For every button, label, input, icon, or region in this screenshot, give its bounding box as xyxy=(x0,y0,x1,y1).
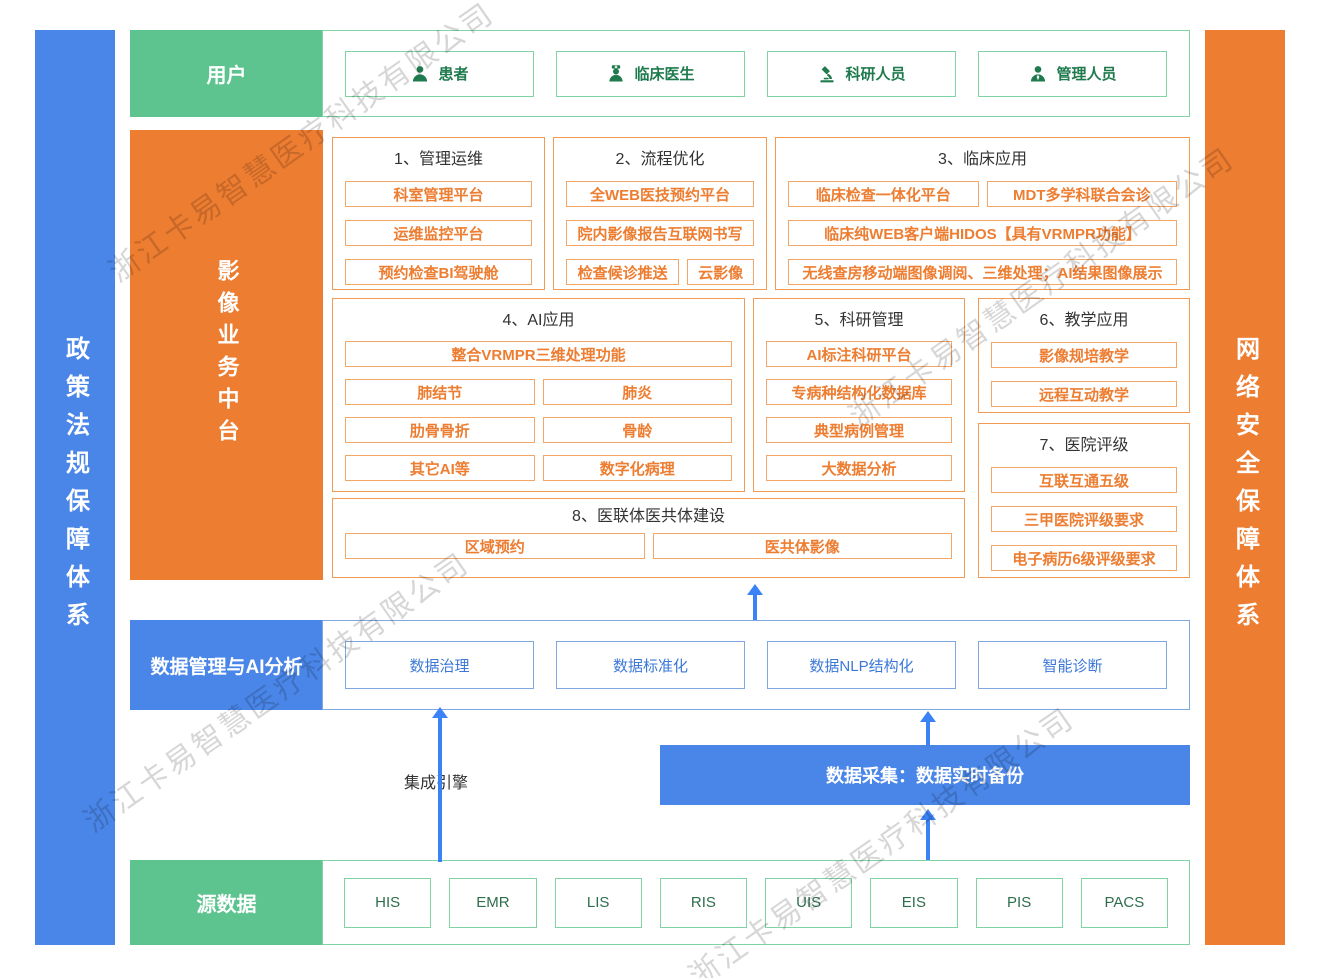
platform-item: 互联互通五级 xyxy=(991,467,1177,493)
platform-item: 检查候诊推送 xyxy=(566,259,680,285)
section-title: 1、管理运维 xyxy=(394,151,483,168)
source-item: LIS xyxy=(554,877,642,928)
data-mgmt-row-label: 数据管理与AI分析 xyxy=(130,620,323,710)
source-item: RIS xyxy=(659,877,747,928)
source-row-body: HIS EMR LIS RIS UIS EIS PIS PACS xyxy=(322,860,1190,945)
platform-item: 云影像 xyxy=(687,259,754,285)
data-collection-box: 数据采集：数据实时备份 xyxy=(660,745,1190,805)
section-teaching-application: 6、教学应用 影像规培教学 远程互动教学 xyxy=(978,298,1190,413)
platform-item: 临床检查一体化平台 xyxy=(788,181,979,207)
data-mgmt-item: 数据标准化 xyxy=(556,641,745,689)
network-security-bar: 网络安全保障体系 xyxy=(1205,30,1285,945)
data-mgmt-item: 智能诊断 xyxy=(978,641,1167,689)
section-clinical-application: 3、临床应用 临床检查一体化平台 MDT多学科联合会诊 临床纯WEB客户端HID… xyxy=(775,137,1190,290)
section-title: 5、科研管理 xyxy=(814,312,904,329)
policy-regulation-label: 政策法规保障体系 xyxy=(61,335,89,640)
integration-engine-label: 集成引擎 xyxy=(404,775,469,792)
platform-item: 科室管理平台 xyxy=(345,181,532,207)
user-item-label: 管理人员 xyxy=(1056,66,1117,83)
platform-item: 全WEB医技预约平台 xyxy=(566,181,754,207)
section-title: 3、临床应用 xyxy=(938,151,1027,168)
users-row-body: 患者 临床医生 科研人员 管理人员 xyxy=(322,30,1190,117)
section-management-ops: 1、管理运维 科室管理平台 运维监控平台 预约检查BI驾驶舱 xyxy=(332,137,545,290)
policy-regulation-bar: 政策法规保障体系 xyxy=(35,30,115,945)
doctor-icon xyxy=(609,64,624,81)
section-ai-application: 4、AI应用 整合VRMPR三维处理功能 肺结节 肺炎 肋骨骨折 骨龄 其它AI… xyxy=(332,298,745,492)
section-title: 6、教学应用 xyxy=(1039,312,1129,329)
imaging-platform-label-text: 影像业务中台 xyxy=(214,259,240,451)
user-item-manager: 管理人员 xyxy=(978,50,1167,97)
network-security-label: 网络安全保障体系 xyxy=(1231,335,1259,640)
platform-item: 肺结节 xyxy=(345,379,535,405)
source-item: UIS xyxy=(765,877,853,928)
data-mgmt-row-label-text: 数据管理与AI分析 xyxy=(150,656,303,678)
section-hospital-rating: 7、医院评级 互联互通五级 三甲医院评级要求 电子病历6级评级要求 xyxy=(978,423,1190,578)
patient-icon xyxy=(413,65,428,81)
source-item: HIS xyxy=(344,877,432,928)
platform-item: 区域预约 xyxy=(345,533,645,559)
platform-item: 骨龄 xyxy=(542,417,732,443)
platform-item: 无线查房移动端图像调阅、三维处理；AI结果图像展示 xyxy=(788,259,1177,285)
platform-item: 大数据分析 xyxy=(766,455,952,481)
user-item-label: 患者 xyxy=(438,66,469,83)
platform-item: 临床纯WEB客户端HIDOS【具有VRMPR功能】 xyxy=(788,220,1177,246)
section-title: 2、流程优化 xyxy=(615,151,705,168)
platform-item: 肋骨骨折 xyxy=(345,417,535,443)
platform-item: 电子病历6级评级要求 xyxy=(991,545,1177,571)
platform-item: 整合VRMPR三维处理功能 xyxy=(345,341,732,367)
section-medical-alliance: 8、医联体医共体建设 区域预约 医共体影像 xyxy=(332,498,965,578)
platform-item: 远程互动教学 xyxy=(991,381,1177,407)
platform-item: 运维监控平台 xyxy=(345,220,532,246)
imaging-platform-body: 1、管理运维 科室管理平台 运维监控平台 预约检查BI驾驶舱 2、流程优化 全W… xyxy=(330,130,1190,580)
user-item-patient: 患者 xyxy=(345,50,534,97)
platform-item: 其它AI等 xyxy=(345,455,535,481)
section-process-optimization: 2、流程优化 全WEB医技预约平台 院内影像报告互联网书写 检查候诊推送 云影像 xyxy=(553,137,767,290)
source-item: EMR xyxy=(449,877,537,928)
platform-item: 院内影像报告互联网书写 xyxy=(566,220,754,246)
source-item: PIS xyxy=(975,877,1063,928)
section-title: 4、AI应用 xyxy=(502,312,575,329)
user-item-researcher: 科研人员 xyxy=(767,50,956,97)
source-item: EIS xyxy=(870,877,958,928)
source-row-label-text: 源数据 xyxy=(196,894,257,916)
data-mgmt-item: 数据治理 xyxy=(345,641,534,689)
platform-item: 影像规培教学 xyxy=(991,342,1177,368)
imaging-platform-label: 影像业务中台 xyxy=(130,130,323,580)
platform-item: 肺炎 xyxy=(542,379,732,405)
section-research-management: 5、科研管理 AI标注科研平台 专病种结构化数据库 典型病例管理 大数据分析 xyxy=(753,298,965,492)
platform-item: 三甲医院评级要求 xyxy=(991,506,1177,532)
users-row-label-text: 用户 xyxy=(206,65,247,87)
platform-item: AI标注科研平台 xyxy=(766,341,952,367)
platform-item: 预约检查BI驾驶舱 xyxy=(345,259,532,285)
platform-item: 典型病例管理 xyxy=(766,417,952,443)
data-mgmt-row-body: 数据治理 数据标准化 数据NLP结构化 智能诊断 xyxy=(322,620,1190,710)
section-title: 7、医院评级 xyxy=(1039,437,1129,454)
platform-item: MDT多学科联合会诊 xyxy=(986,181,1177,207)
users-row-label: 用户 xyxy=(130,30,323,117)
section-title: 8、医联体医共体建设 xyxy=(572,508,725,525)
manager-icon xyxy=(1031,65,1046,81)
user-item-label: 科研人员 xyxy=(845,66,906,83)
source-row-label: 源数据 xyxy=(130,860,323,945)
platform-item: 医共体影像 xyxy=(652,533,952,559)
data-mgmt-item: 数据NLP结构化 xyxy=(767,641,956,689)
platform-item: 数字化病理 xyxy=(542,455,732,481)
platform-item: 专病种结构化数据库 xyxy=(766,379,952,405)
microscope-icon xyxy=(820,65,835,82)
source-item: PACS xyxy=(1080,877,1168,928)
user-item-label: 临床医生 xyxy=(634,66,695,83)
user-item-clinician: 临床医生 xyxy=(556,50,745,97)
